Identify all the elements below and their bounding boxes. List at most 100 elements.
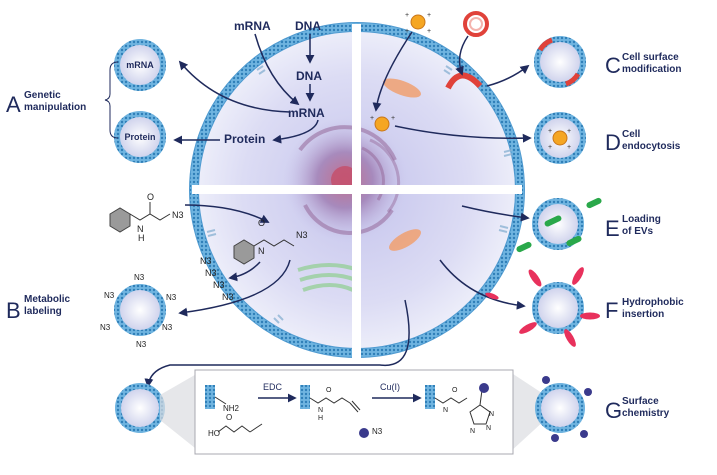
mitochondrion <box>383 78 421 98</box>
svg-text:Hydrophobic: Hydrophobic <box>622 297 684 308</box>
svg-text:N3: N3 <box>136 340 147 349</box>
protein-label: Protein <box>224 132 265 146</box>
svg-text:Surface: Surface <box>622 396 659 407</box>
arrow <box>254 33 300 106</box>
membrane-snippet: NH2 <box>205 385 240 413</box>
svg-text:N3: N3 <box>134 273 145 282</box>
azide-label: N3 <box>172 210 184 220</box>
panel-letter-d: D <box>605 130 621 155</box>
svg-text:Protein: Protein <box>124 132 155 142</box>
svg-text:+: + <box>405 12 409 19</box>
svg-text:insertion: insertion <box>622 309 664 320</box>
dna-label-top: DNA <box>295 19 321 33</box>
phenyl-ring <box>109 207 131 233</box>
ev-hydrophobic <box>519 267 600 347</box>
mrna-label-top: mRNA <box>234 19 271 33</box>
svg-text:+: + <box>391 115 395 122</box>
panel-g: NH2 HO O EDC N H O Cu(I) N3 N O N <box>115 299 670 455</box>
svg-text:N3: N3 <box>213 280 225 290</box>
svg-text:N: N <box>258 246 265 256</box>
svg-text:O: O <box>258 218 265 228</box>
svg-text:N3: N3 <box>166 293 177 302</box>
svg-text:Cell surface: Cell surface <box>622 52 679 63</box>
svg-text:H: H <box>138 233 145 243</box>
svg-text:N3: N3 <box>100 323 111 332</box>
svg-text:O: O <box>452 387 458 394</box>
nanoparticle-icon-internalized: + + <box>370 115 395 132</box>
svg-text:N3: N3 <box>104 291 115 300</box>
svg-text:O: O <box>147 192 154 202</box>
quadrant-divider-horizontal <box>192 185 522 194</box>
svg-text:Genetic: Genetic <box>24 90 61 101</box>
cargo-green <box>566 235 582 247</box>
panel-f: F Hydrophobic insertion <box>439 259 684 347</box>
svg-text:endocytosis: endocytosis <box>622 141 681 152</box>
arrow <box>184 204 270 223</box>
svg-text:+: + <box>405 28 409 35</box>
svg-text:+: + <box>427 28 431 35</box>
panel-letter-f: F <box>605 298 618 323</box>
panel-e: E Loading of EVs <box>461 197 661 253</box>
svg-text:mRNA: mRNA <box>126 60 154 70</box>
svg-text:modification: modification <box>622 64 681 75</box>
cargo-green <box>516 241 532 253</box>
svg-text:N3: N3 <box>222 292 234 302</box>
svg-text:H: H <box>318 415 323 422</box>
probe-bead <box>359 428 369 438</box>
svg-text:manipulation: manipulation <box>24 102 86 113</box>
reagent-cu: Cu(I) <box>380 382 400 392</box>
arrow <box>455 35 469 76</box>
zoom-wedge-right <box>510 372 545 452</box>
svg-text:N3: N3 <box>205 268 217 278</box>
panel-c: C Cell surface modification <box>455 11 681 88</box>
panel-letter-b: B <box>6 298 21 323</box>
panel-letter-g: G <box>605 398 622 423</box>
zoom-wedge-left <box>160 372 200 452</box>
svg-text:Metabolic: Metabolic <box>24 294 71 305</box>
arrow <box>439 259 526 310</box>
arrow <box>394 125 532 143</box>
membrane-snippet: N H O <box>300 385 361 422</box>
svg-text:+: + <box>567 128 571 135</box>
svg-text:N: N <box>318 407 323 414</box>
svg-text:N3: N3 <box>162 323 173 332</box>
reaction-box <box>194 369 514 455</box>
mitochondrion <box>389 229 421 251</box>
arrow <box>272 119 319 144</box>
svg-text:N: N <box>443 407 448 414</box>
panel-letter-c: C <box>605 53 621 78</box>
svg-text:O: O <box>226 413 232 422</box>
svg-text:+: + <box>370 115 374 122</box>
arrow <box>486 64 530 87</box>
svg-text:+: + <box>567 144 571 151</box>
svg-text:N3: N3 <box>296 230 308 240</box>
svg-text:N: N <box>137 224 144 234</box>
ev-surface-modified <box>534 36 586 88</box>
svg-text:N: N <box>489 411 494 418</box>
ev-azide-labeled: N3 N3 N3 N3 N3 N3 <box>100 273 177 349</box>
svg-text:N3: N3 <box>200 256 212 266</box>
svg-text:HO: HO <box>208 429 220 438</box>
ev-protein: Protein <box>114 111 166 163</box>
phenyl-ring <box>233 239 255 265</box>
dna-label-mid: DNA <box>296 69 322 83</box>
arrow <box>178 259 291 317</box>
cell <box>189 22 525 358</box>
arrow <box>144 299 410 388</box>
nucleus <box>283 118 407 242</box>
svg-text:N3: N3 <box>372 427 383 436</box>
svg-text:O: O <box>326 387 332 394</box>
panel-letter-e: E <box>605 216 620 241</box>
svg-text:+: + <box>548 128 552 135</box>
arrow <box>228 261 261 282</box>
reagent-edc: EDC <box>263 382 283 392</box>
svg-text:NH2: NH2 <box>223 404 240 413</box>
svg-text:+: + <box>548 144 552 151</box>
svg-text:chemistry: chemistry <box>622 408 670 419</box>
panel-a: mRNA DNA DNA mRNA Protein mRNA Protein A… <box>6 19 325 163</box>
nanoparticle-icon: + + + + <box>405 12 431 35</box>
panel-b: O N H N3 O N N3 N3 N3 N3 N3 N3 N3 N3 N3 … <box>6 192 308 349</box>
ev-nanoparticle-loaded: + + + + <box>534 112 586 164</box>
